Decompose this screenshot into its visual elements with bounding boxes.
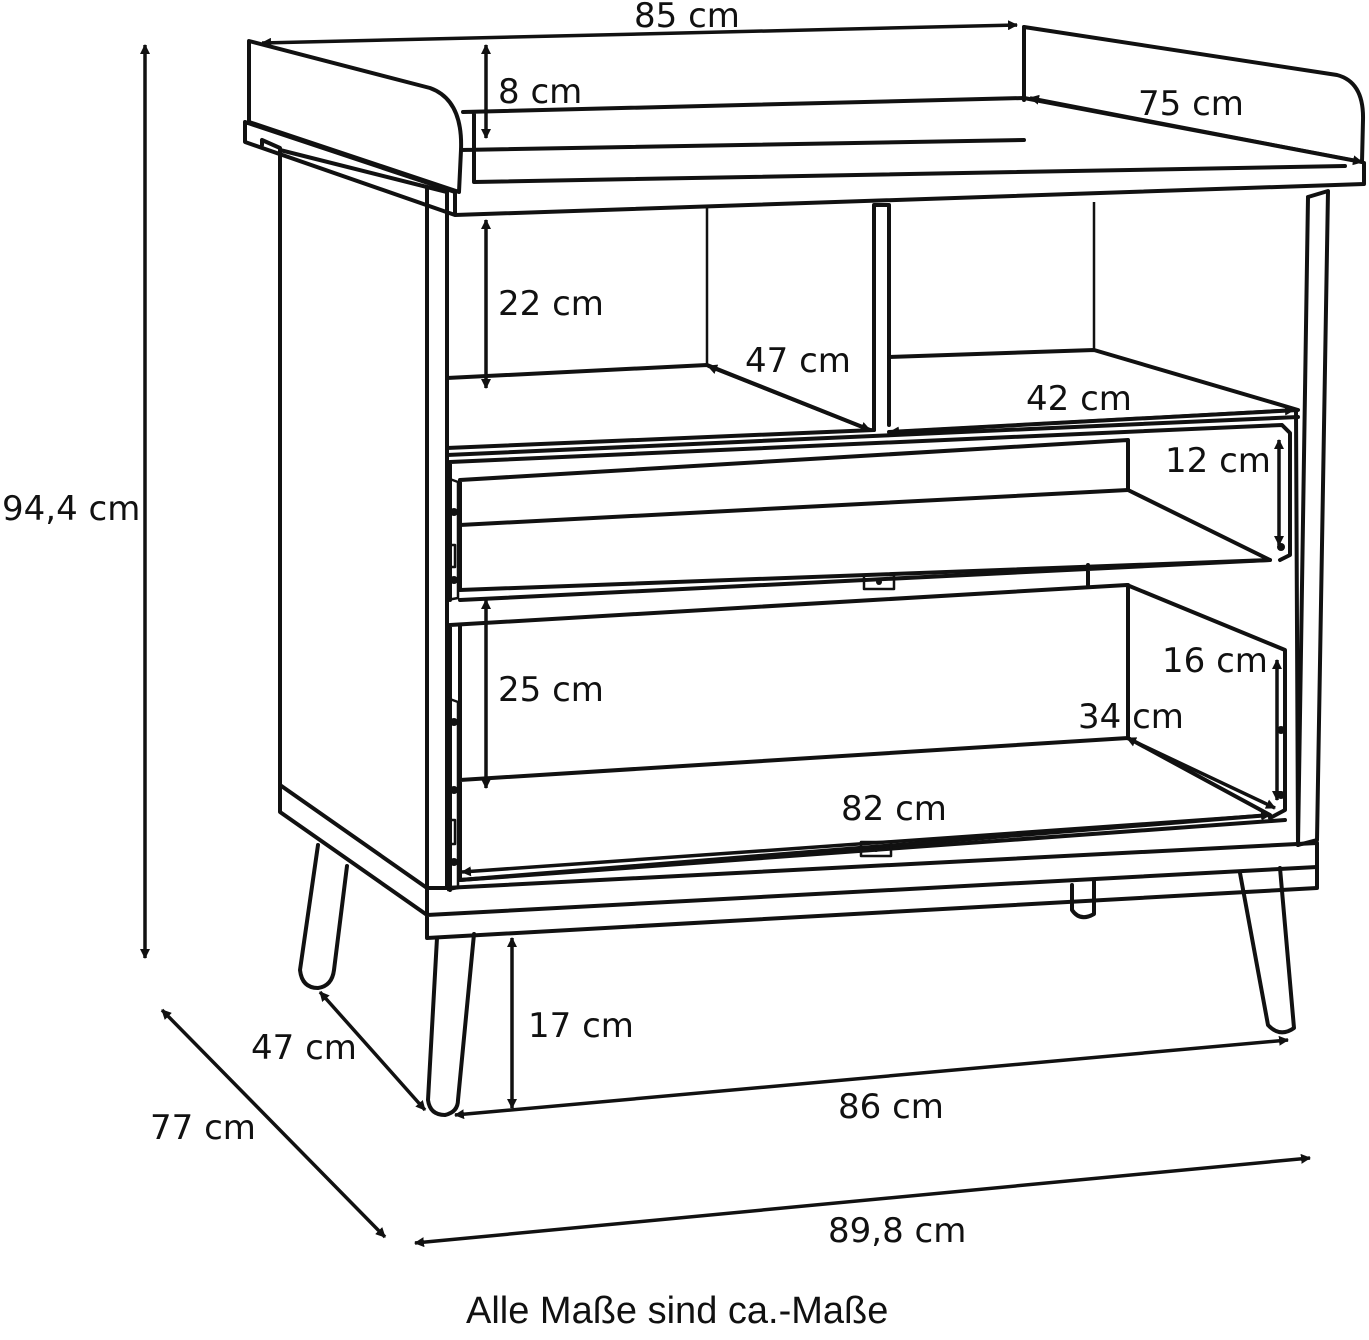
leg-front-left	[426, 932, 476, 1117]
label-top-depth: 75 cm	[1138, 84, 1244, 124]
label-total-height: 94,4 cm	[2, 489, 140, 529]
left-side-panel	[260, 138, 429, 917]
footnote: Alle Maße sind ca.-Maße	[466, 1290, 888, 1332]
arrow-top-width	[261, 20, 1018, 48]
right-side-panel	[1296, 189, 1330, 847]
label-body-width: 86 cm	[838, 1087, 944, 1127]
arrow-overall-width	[414, 1153, 1311, 1248]
label-shelf-width: 42 cm	[1026, 379, 1132, 419]
label-overall-depth: 77 cm	[150, 1108, 256, 1148]
arrow-drawer-depth	[1126, 736, 1276, 810]
leg-back-left	[298, 843, 349, 990]
shelf	[445, 348, 1300, 457]
label-top-rail-height: 8 cm	[498, 72, 582, 112]
label-leg-height: 17 cm	[528, 1006, 634, 1046]
label-drawer-top-height: 12 cm	[1165, 441, 1271, 481]
label-drawer-depth: 34 cm	[1078, 697, 1184, 737]
lower-drawer	[448, 583, 1287, 892]
leg-front-right	[1238, 866, 1296, 1035]
label-drawer-width: 82 cm	[841, 789, 947, 829]
label-drawer-inner-height: 25 cm	[498, 670, 604, 710]
middle-divider	[872, 203, 891, 432]
leg-back-right	[1070, 878, 1096, 920]
label-overall-width: 89,8 cm	[828, 1211, 966, 1251]
label-top-width: 85 cm	[634, 0, 740, 36]
label-shelf-depth: 47 cm	[745, 341, 851, 381]
label-shelf-height: 22 cm	[498, 284, 604, 324]
arrow-top-depth	[1029, 94, 1363, 166]
arrow-shelf-depth	[707, 364, 871, 432]
changing-top-left-board	[247, 39, 464, 194]
arrow-body-width	[454, 1035, 1289, 1120]
changing-table-illustration	[243, 25, 1366, 1117]
upper-drawer-handle	[862, 573, 896, 591]
top-slab	[243, 120, 1366, 217]
arrow-overall-depth	[160, 1008, 387, 1239]
arrow-shelf-width	[889, 405, 1295, 437]
arrow-drawer-width	[461, 810, 1271, 877]
dimension-labels: 85 cm 8 cm 75 cm 94,4 cm 22 cm 47 cm 42 …	[2, 0, 1271, 1332]
label-body-depth: 47 cm	[251, 1028, 357, 1068]
dimension-arrows	[140, 20, 1363, 1248]
changing-top-back-board	[1022, 25, 1366, 164]
label-drawer-bottom-height: 16 cm	[1162, 641, 1268, 681]
